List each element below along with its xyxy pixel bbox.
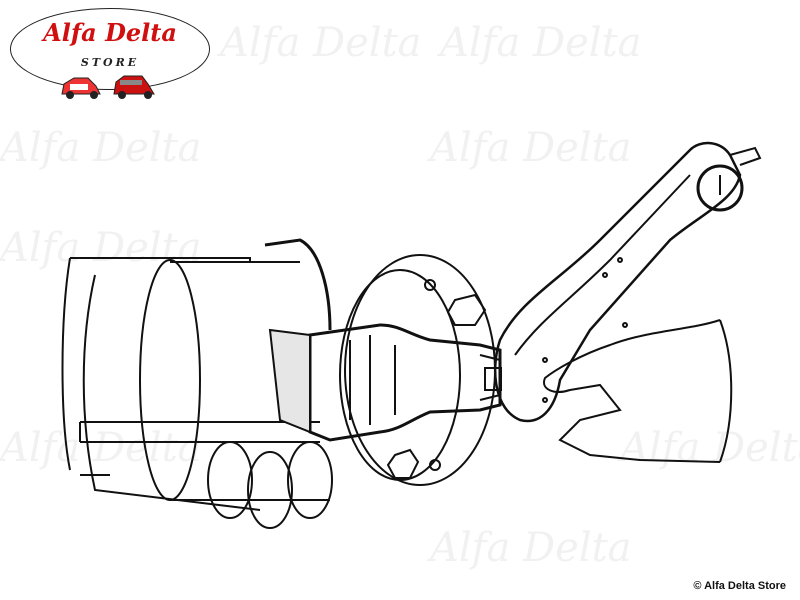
watermark: Alfa Delta — [430, 525, 632, 571]
logo-title: Alfa Delta — [43, 18, 177, 47]
copyright-notice: © Alfa Delta Store — [693, 580, 786, 592]
watermark: Alfa Delta — [440, 20, 642, 66]
watermark: Alfa Delta — [0, 425, 202, 471]
watermark: Alfa Delta — [220, 20, 422, 66]
logo-oval — [10, 8, 210, 90]
watermark: Alfa Delta — [620, 425, 800, 471]
cars-icon — [61, 75, 155, 99]
alfa-delta-store-logo[interactable]: Alfa Delta STORE — [10, 8, 210, 100]
watermark: Alfa Delta — [430, 125, 632, 171]
logo-subtitle: STORE — [80, 56, 140, 69]
watermark: Alfa Delta — [0, 225, 202, 271]
watermark: Alfa Delta — [0, 125, 202, 171]
